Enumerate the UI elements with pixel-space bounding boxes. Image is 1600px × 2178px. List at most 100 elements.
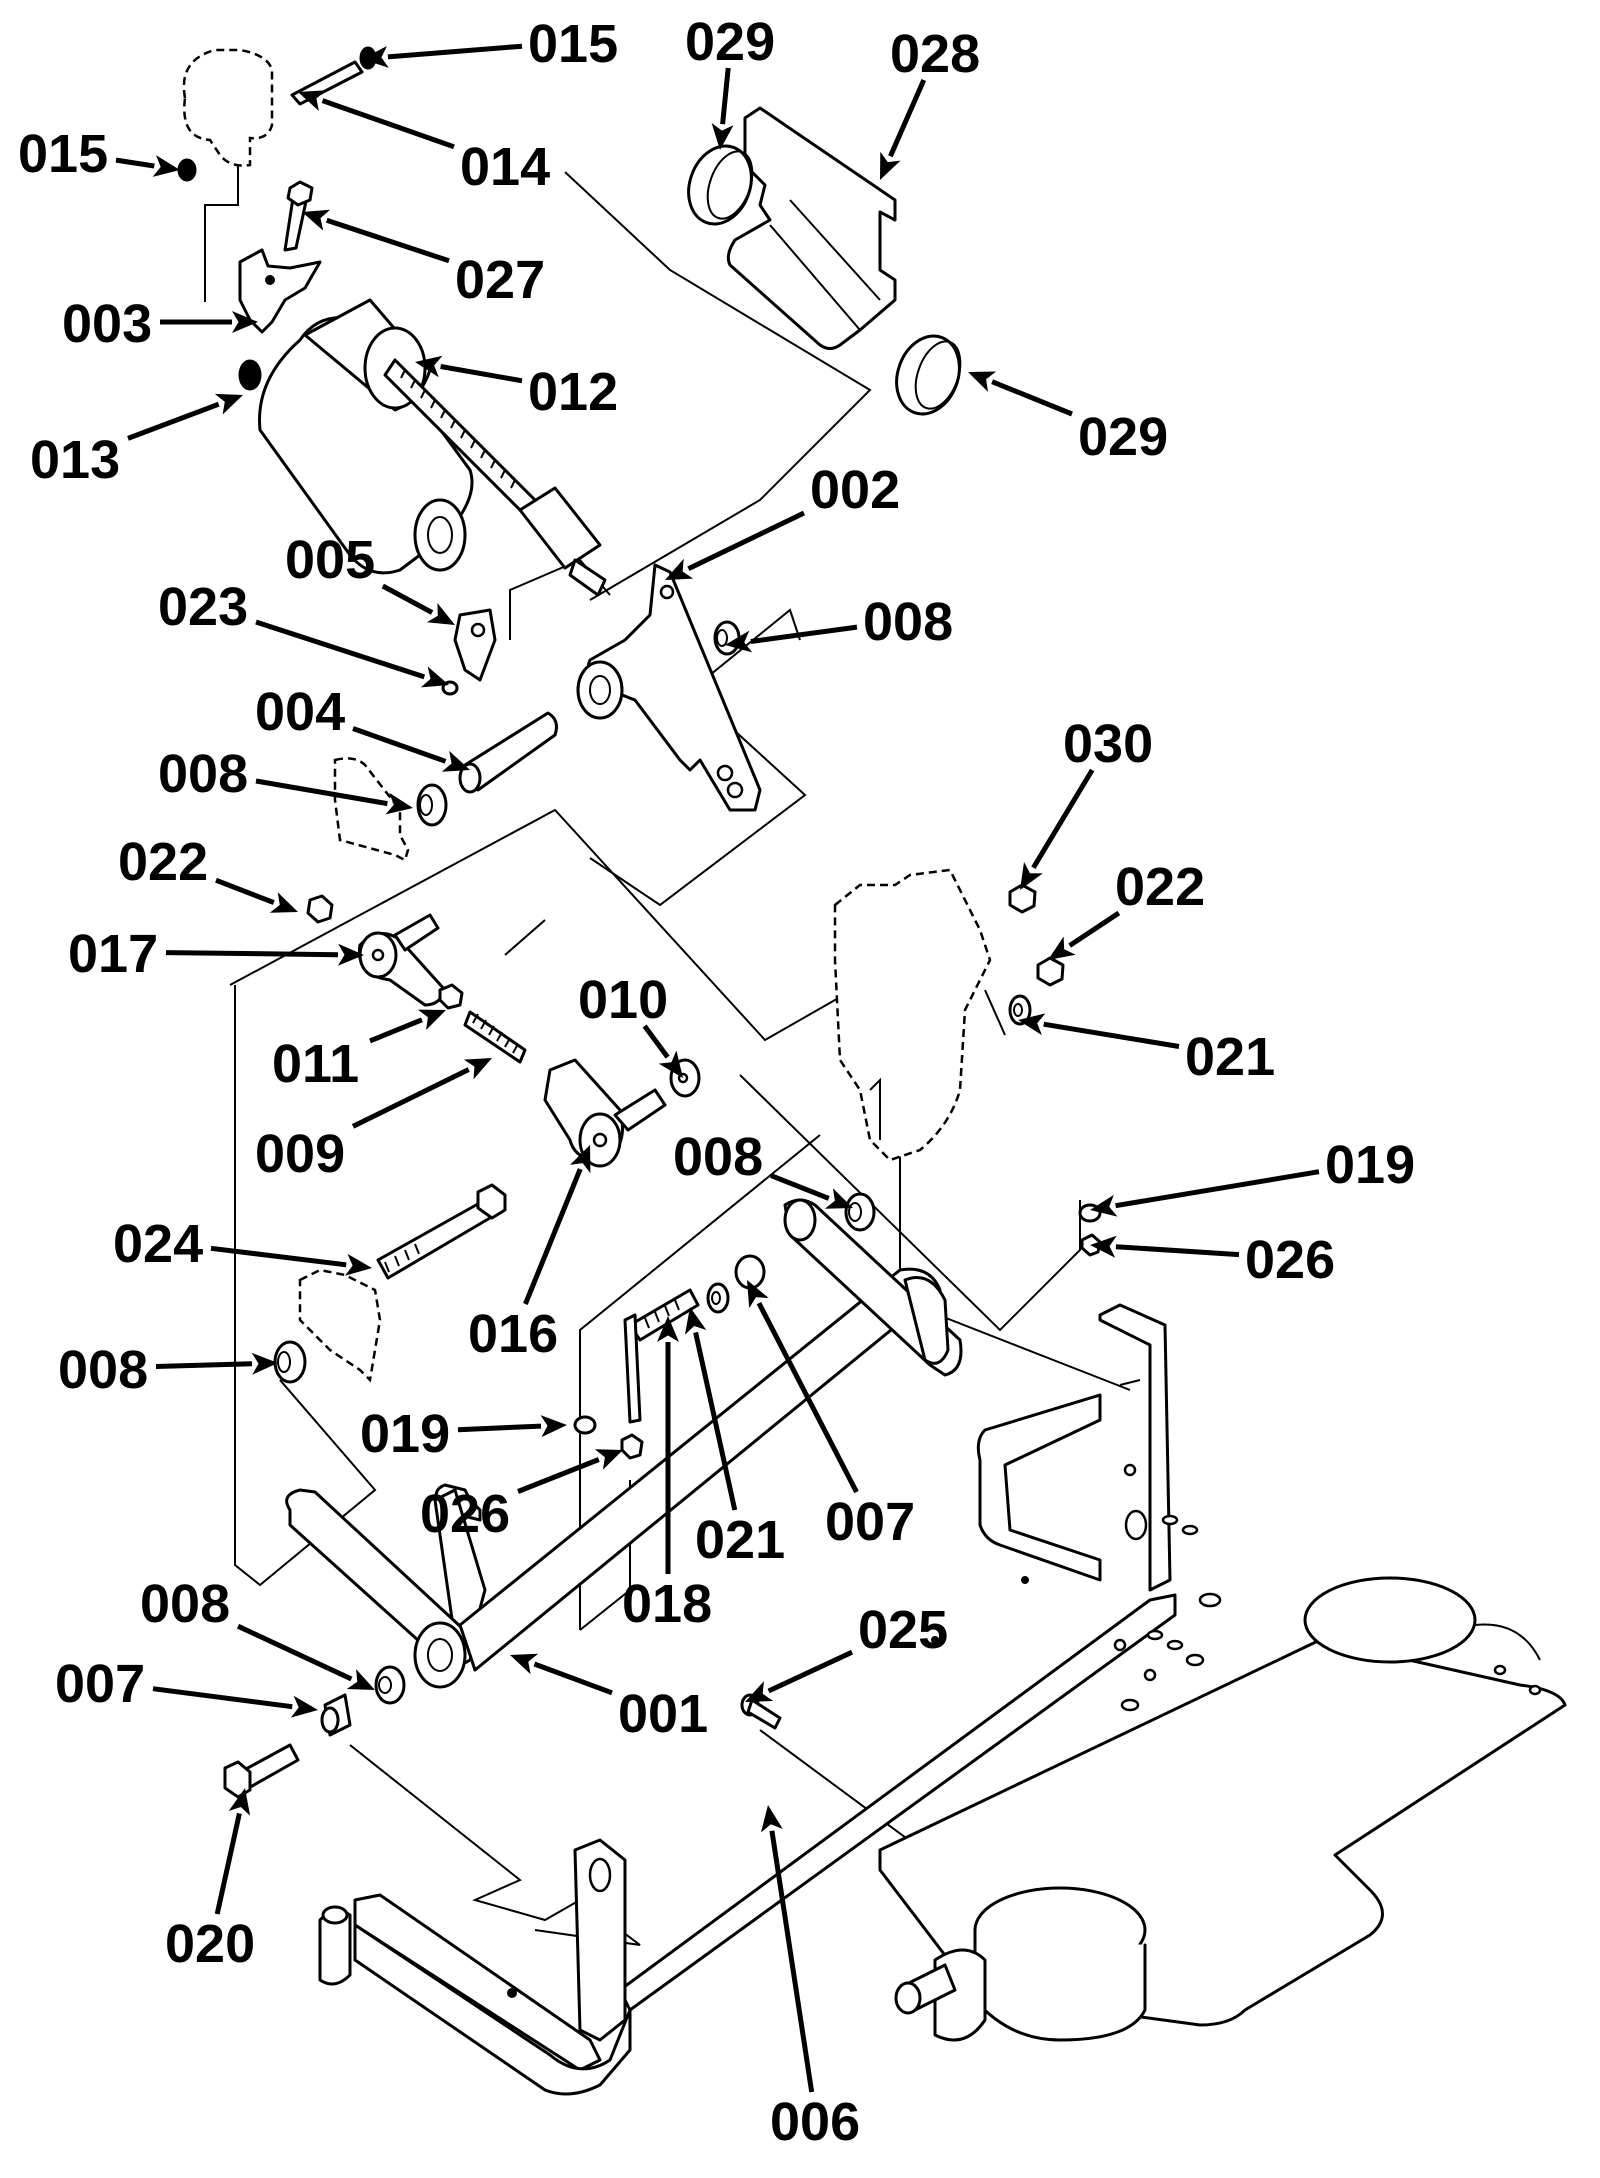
callout-label: 016 bbox=[468, 1304, 558, 1364]
callout-021: 021 bbox=[684, 1307, 785, 1570]
arrowhead-icon bbox=[824, 1188, 853, 1209]
callout-label: 015 bbox=[528, 14, 618, 74]
callout-018: 018 bbox=[622, 1316, 712, 1634]
callout-022: 022 bbox=[1048, 857, 1205, 960]
callout-012: 012 bbox=[415, 355, 618, 422]
leader-line bbox=[1115, 1244, 1240, 1258]
leader-line bbox=[457, 1423, 542, 1433]
part-024-bolt bbox=[376, 1183, 507, 1280]
arrowhead-icon bbox=[420, 666, 449, 688]
arrowhead-icon bbox=[968, 371, 997, 392]
callout-008: 008 bbox=[158, 744, 413, 815]
callout-009: 009 bbox=[255, 1058, 492, 1184]
callout-010: 010 bbox=[578, 970, 683, 1078]
callout-label: 009 bbox=[255, 1124, 345, 1184]
callout-label: 008 bbox=[673, 1127, 763, 1187]
arrowhead-icon bbox=[1048, 936, 1076, 960]
part-014-pin bbox=[290, 60, 364, 106]
leader-line bbox=[991, 379, 1073, 417]
arrowhead-icon bbox=[761, 1805, 783, 1833]
arrowhead-icon bbox=[344, 1253, 372, 1276]
leader-line bbox=[214, 1812, 242, 1915]
callout-label: 008 bbox=[140, 1574, 230, 1634]
arrowhead-icon bbox=[251, 1352, 278, 1375]
leader-line bbox=[1115, 1169, 1320, 1209]
part-008-washer-b bbox=[416, 783, 448, 827]
leader-line bbox=[642, 1024, 670, 1059]
callout-025: 025 bbox=[745, 1600, 948, 1702]
callout-006: 006 bbox=[761, 1805, 860, 2152]
leader-line bbox=[255, 619, 426, 680]
callout-label: 005 bbox=[285, 530, 375, 590]
callout-021: 021 bbox=[1018, 1013, 1275, 1087]
callout-011: 011 bbox=[272, 1009, 446, 1094]
part-026-nut-lower bbox=[620, 1433, 644, 1460]
arrowhead-icon bbox=[711, 123, 734, 150]
callout-002: 002 bbox=[665, 460, 900, 580]
arrowhead-icon bbox=[426, 603, 455, 625]
arrowhead-icon bbox=[1090, 1235, 1117, 1258]
callout-label: 018 bbox=[622, 1574, 712, 1634]
leader-line bbox=[687, 510, 806, 571]
callout-label: 029 bbox=[685, 12, 775, 72]
callout-label: 024 bbox=[113, 1214, 203, 1274]
arrowhead-icon bbox=[657, 1316, 679, 1342]
leader-line bbox=[152, 1686, 293, 1710]
callout-label: 014 bbox=[460, 137, 550, 197]
arrowhead-icon bbox=[152, 155, 180, 177]
callout-label: 001 bbox=[618, 1684, 708, 1744]
part-020-bolt bbox=[223, 1743, 300, 1799]
callout-019: 019 bbox=[1090, 1135, 1415, 1217]
part-028-channel-bracket bbox=[726, 106, 897, 350]
callout-label: 007 bbox=[825, 1492, 915, 1552]
part-019-washer-lower bbox=[573, 1415, 597, 1435]
callout-027: 027 bbox=[302, 209, 545, 310]
callout-026: 026 bbox=[420, 1449, 623, 1544]
callout-label: 028 bbox=[890, 24, 980, 84]
arrowhead-icon bbox=[665, 558, 694, 580]
callout-label: 030 bbox=[1063, 714, 1153, 774]
callout-008: 008 bbox=[140, 1574, 375, 1690]
leader-line bbox=[115, 157, 155, 169]
callout-026: 026 bbox=[1090, 1230, 1335, 1290]
callout-label: 025 bbox=[858, 1600, 948, 1660]
callout-label: 027 bbox=[455, 250, 545, 310]
part-006-base-frame bbox=[318, 1303, 1177, 2096]
leader-line bbox=[165, 950, 339, 958]
part-011-jam-nut bbox=[438, 983, 464, 1010]
arrowhead-icon bbox=[385, 792, 413, 815]
callout-029: 029 bbox=[968, 371, 1168, 467]
callout-008: 008 bbox=[673, 1127, 853, 1209]
callout-014: 014 bbox=[298, 90, 550, 197]
assembly-guide-lines bbox=[204, 160, 1141, 1946]
callout-020: 020 bbox=[165, 1788, 255, 1974]
part-008-washer-d bbox=[273, 1340, 307, 1384]
part-008-washer-c bbox=[844, 1192, 876, 1232]
callout-015: 015 bbox=[362, 14, 618, 74]
callout-028: 028 bbox=[880, 24, 980, 180]
part-005-plate bbox=[453, 608, 497, 682]
part-022-nut-left bbox=[306, 894, 334, 924]
part-013-nut bbox=[238, 359, 262, 391]
callout-label: 015 bbox=[18, 124, 108, 184]
callout-024: 024 bbox=[113, 1214, 372, 1276]
arrowhead-icon bbox=[362, 46, 389, 68]
callout-007: 007 bbox=[55, 1654, 318, 1718]
leader-line bbox=[155, 1361, 253, 1369]
arrowhead-icon bbox=[232, 311, 258, 333]
callout-029: 029 bbox=[685, 12, 775, 150]
arrowhead-icon bbox=[747, 1280, 769, 1309]
part-029-bushing-bottom bbox=[895, 334, 962, 416]
callout-label: 004 bbox=[255, 682, 345, 742]
arrowhead-icon bbox=[214, 393, 243, 415]
part-021-washer-right bbox=[1008, 994, 1032, 1026]
callout-label: 029 bbox=[1078, 407, 1168, 467]
callout-label: 008 bbox=[58, 1340, 148, 1400]
callout-030: 030 bbox=[1020, 714, 1153, 890]
callout-label: 026 bbox=[420, 1484, 510, 1544]
arrowhead-icon bbox=[346, 1669, 375, 1690]
leader-line bbox=[381, 583, 434, 615]
part-dashed-plate-left bbox=[333, 757, 410, 862]
arrowhead-icon bbox=[658, 1050, 683, 1078]
